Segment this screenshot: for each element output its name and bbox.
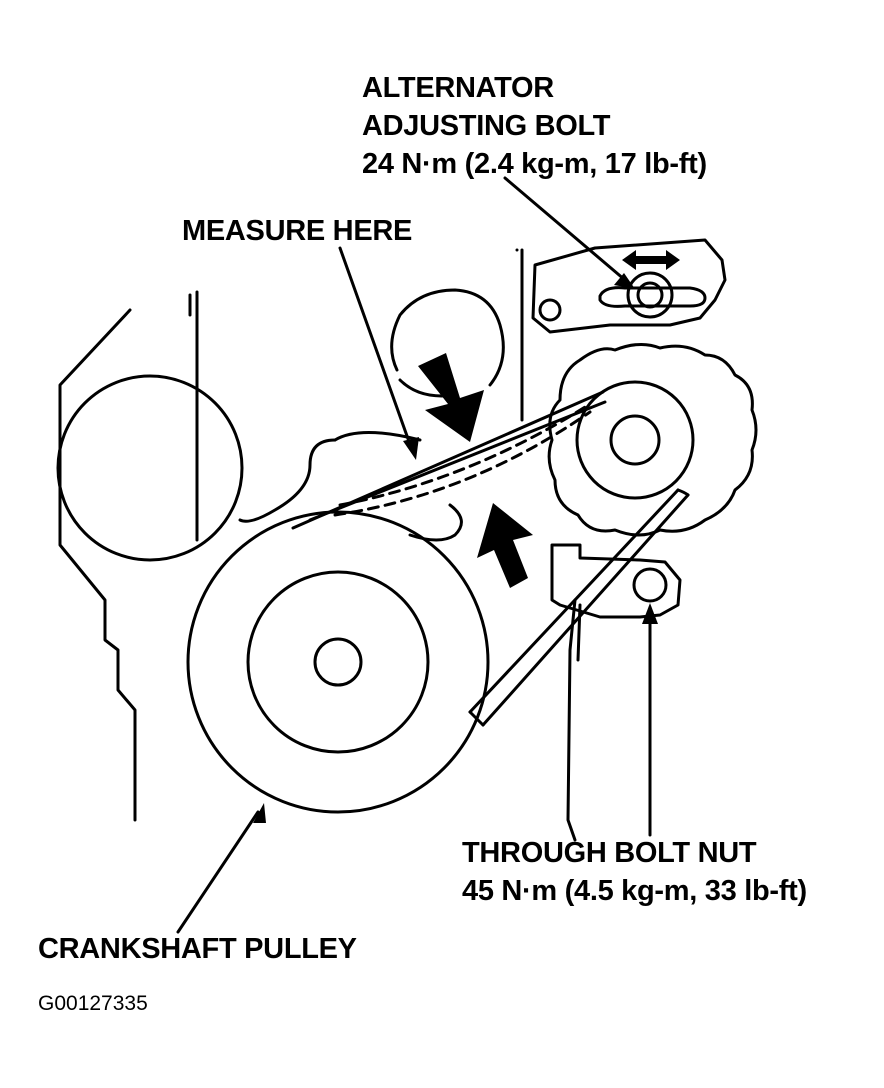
adjusting-bolt-head xyxy=(626,271,674,319)
engine-block-outline xyxy=(58,248,582,842)
upper-middle-pulley xyxy=(390,288,505,387)
alternator-pulley xyxy=(575,380,695,500)
through-bolt-nut-label: THROUGH BOLT NUT xyxy=(462,837,757,869)
crankshaft-hub xyxy=(313,637,363,687)
deflect-arrow-down xyxy=(418,353,484,442)
adjusting-bolt-torque: 24 N·m (2.4 kg-m, 17 lb-ft) xyxy=(362,148,707,180)
idler-pulley-left xyxy=(56,374,244,562)
belt-lower-run xyxy=(468,488,680,714)
leader-measure-here xyxy=(338,246,414,452)
adjusting-bolt-label-line1: ALTERNATOR xyxy=(362,72,554,104)
crankshaft-pulley-outer xyxy=(186,510,490,814)
adjusting-bolt-label-line2: ADJUSTING BOLT xyxy=(362,110,611,142)
adjust-direction-arrow xyxy=(622,250,680,270)
figure-id: G00127335 xyxy=(38,992,148,1015)
deflect-arrow-up xyxy=(477,503,533,588)
crankshaft-pulley-inner xyxy=(246,570,430,754)
belt-deflected xyxy=(333,410,592,517)
alternator-lower-mount xyxy=(550,543,682,619)
leader-crankshaft xyxy=(176,810,260,934)
crankshaft-pulley-label: CRANKSHAFT PULLEY xyxy=(38,933,357,965)
alternator-body xyxy=(547,343,758,537)
leader-adjusting-bolt xyxy=(503,176,627,282)
alternator-pulley-hub xyxy=(609,414,661,466)
alternator-bracket xyxy=(531,238,727,334)
measure-here-label: MEASURE HERE xyxy=(182,215,413,247)
through-bolt-nut xyxy=(632,567,668,603)
through-bolt-nut-torque: 45 N·m (4.5 kg-m, 33 lb-ft) xyxy=(462,875,807,907)
